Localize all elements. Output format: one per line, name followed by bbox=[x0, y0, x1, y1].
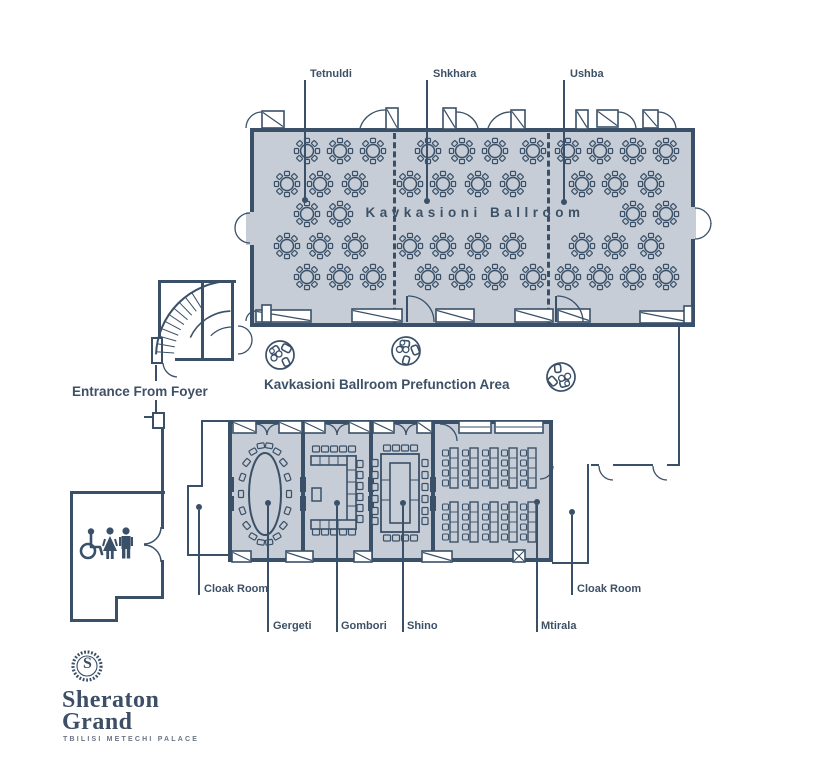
section-divider bbox=[393, 133, 396, 323]
room-label-gombori: Gombori bbox=[341, 620, 387, 632]
section-label-tetnuldi: Tetnuldi bbox=[310, 68, 352, 80]
wall-segment bbox=[161, 491, 164, 529]
leader-line bbox=[267, 506, 269, 632]
leader-line bbox=[336, 506, 338, 632]
wall-segment bbox=[144, 416, 155, 418]
wall-segment bbox=[201, 280, 204, 361]
leader-line bbox=[571, 515, 573, 595]
wall-segment bbox=[70, 619, 118, 622]
leader-line bbox=[155, 400, 157, 413]
wall-segment bbox=[201, 420, 229, 422]
wall-segment bbox=[115, 596, 164, 599]
section-label-ushba: Ushba bbox=[570, 68, 604, 80]
room-label-mtirala: Mtirala bbox=[541, 620, 577, 632]
leader-dot bbox=[400, 500, 406, 506]
wall-segment bbox=[158, 280, 161, 340]
wall-segment bbox=[591, 464, 599, 466]
cloak-room-label-left: Cloak Room bbox=[204, 583, 269, 595]
section-divider bbox=[547, 133, 550, 323]
leader-dot bbox=[424, 198, 430, 204]
kavkasioni-ballroom-area bbox=[250, 128, 695, 327]
leader-dot bbox=[561, 199, 567, 205]
wall-segment bbox=[201, 420, 203, 487]
wall-segment bbox=[158, 280, 236, 283]
wall-segment bbox=[187, 485, 189, 556]
leader-line bbox=[155, 365, 157, 381]
ballroom-name-label: Kavkasioni Ballroom bbox=[365, 205, 585, 220]
wall-segment bbox=[70, 491, 165, 494]
man-icon bbox=[119, 527, 133, 559]
brand-name-line1: Sheraton bbox=[62, 687, 160, 713]
wall-segment bbox=[115, 596, 118, 622]
entrance-label: Entrance From Foyer bbox=[72, 384, 208, 399]
wall-segment bbox=[552, 562, 589, 564]
wall-segment bbox=[231, 280, 234, 361]
room-label-shino: Shino bbox=[407, 620, 438, 632]
section-label-shkhara: Shkhara bbox=[433, 68, 477, 80]
sheraton-monogram: S bbox=[83, 655, 92, 672]
wheelchair-icon bbox=[79, 528, 104, 560]
leader-dot bbox=[302, 197, 308, 203]
wall-segment bbox=[667, 464, 680, 466]
wall-segment bbox=[161, 560, 164, 599]
wall-segment bbox=[161, 428, 164, 493]
room-label-gergeti: Gergeti bbox=[273, 620, 312, 632]
leader-line bbox=[402, 506, 404, 632]
wall-segment bbox=[187, 485, 203, 487]
leader-dot bbox=[334, 500, 340, 506]
leader-line bbox=[426, 80, 428, 200]
leader-dot bbox=[196, 504, 202, 510]
leader-line bbox=[536, 505, 538, 632]
door-leaf bbox=[152, 412, 165, 429]
brand-subtitle: TBILISI METECHI PALACE bbox=[63, 736, 200, 743]
cloak-room-label-right: Cloak Room bbox=[577, 583, 642, 595]
prefunction-label: Kavkasioni Ballroom Prefunction Area bbox=[264, 377, 510, 392]
leader-line bbox=[198, 510, 200, 595]
wall-segment bbox=[587, 464, 589, 564]
wall-segment bbox=[613, 464, 653, 466]
leader-line bbox=[563, 80, 565, 201]
wall-segment bbox=[187, 554, 230, 556]
leader-dot bbox=[569, 509, 575, 515]
woman-icon bbox=[102, 527, 118, 559]
wall-segment bbox=[70, 491, 73, 622]
leader-line bbox=[304, 80, 306, 200]
brand-name-line2: Grand bbox=[62, 709, 133, 735]
leader-dot bbox=[265, 500, 271, 506]
leader-dot bbox=[534, 499, 540, 505]
wall-segment bbox=[678, 327, 680, 466]
wall-segment bbox=[175, 358, 234, 361]
